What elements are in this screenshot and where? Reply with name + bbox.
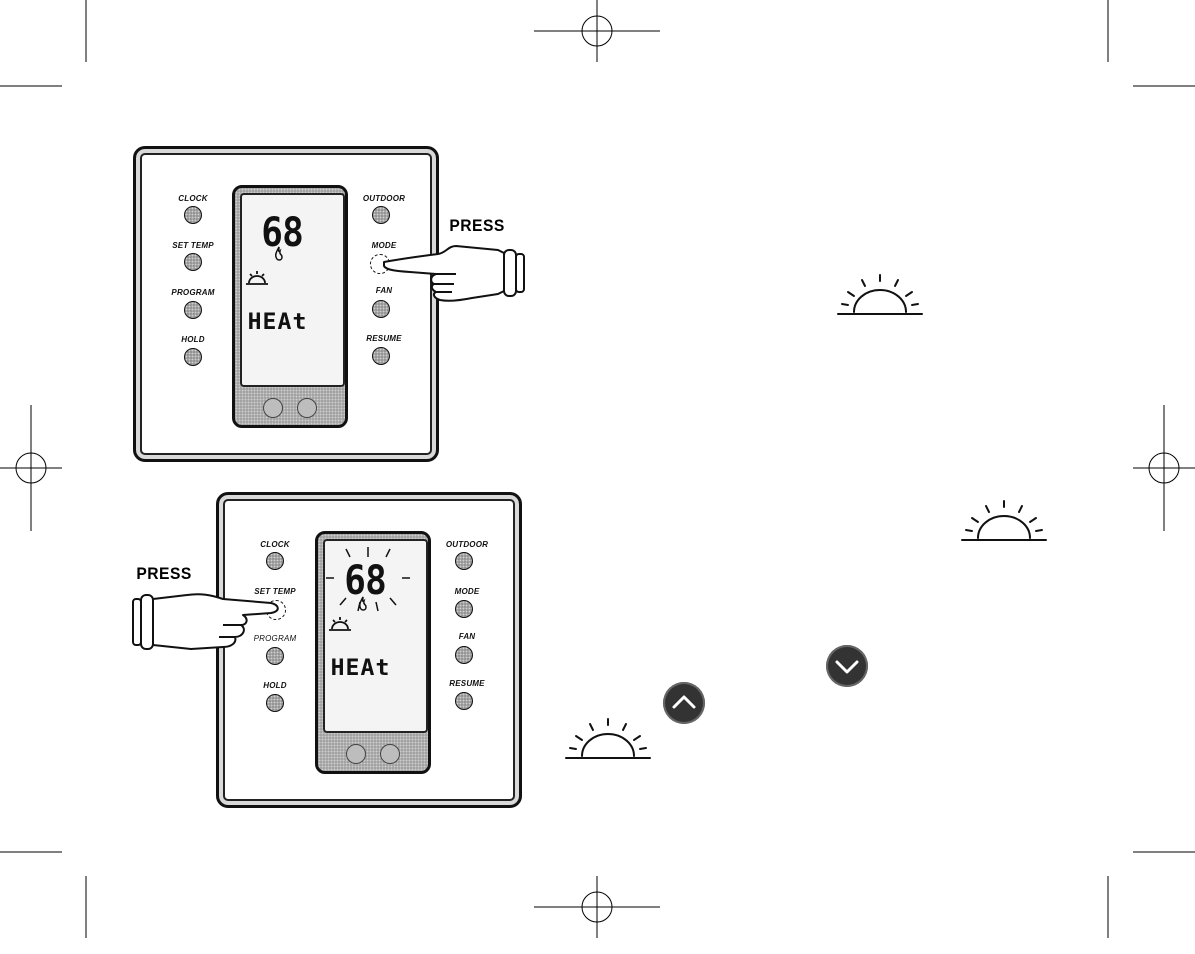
lcd-temperature: 68: [344, 558, 386, 604]
fan-button[interactable]: [372, 300, 390, 318]
flame-icon: [275, 246, 283, 261]
flashing-indicator: [326, 547, 410, 612]
resume-label: RESUME: [449, 679, 485, 688]
outdoor-label: OUTDOOR: [362, 194, 406, 203]
hold-button[interactable]: [184, 348, 202, 366]
chevron-up-icon: [672, 695, 696, 709]
program-label: PROGRAM: [171, 288, 215, 297]
lcd-mode-text: HEAt: [330, 656, 391, 681]
fan-label: FAN: [458, 632, 476, 641]
hold-button[interactable]: [266, 694, 284, 712]
sunrise-icon: [329, 617, 351, 631]
mode-label: MODE: [371, 241, 397, 250]
hold-label: HOLD: [181, 335, 205, 344]
set-temp-label: SET TEMP: [172, 241, 214, 250]
clock-button[interactable]: [184, 206, 202, 224]
program-button[interactable]: [184, 301, 202, 319]
up-arrow-button-icon[interactable]: [663, 682, 705, 724]
registration-mark-icon: [0, 405, 62, 531]
set-temp-button[interactable]: [184, 253, 202, 271]
program-label: PROGRAM: [253, 634, 297, 643]
mode-label: MODE: [454, 587, 480, 596]
pointing-hand-icon: [383, 245, 525, 302]
chevron-down-icon: [835, 660, 859, 674]
hold-label: HOLD: [263, 681, 287, 690]
lcd-temperature: 68: [261, 210, 303, 256]
registration-mark-icon: [1133, 405, 1195, 531]
lcd-panel: 68 HEAt: [315, 531, 431, 774]
sunrise-icon: [246, 271, 268, 285]
lcd-mode-text: HEAt: [247, 310, 308, 335]
pointing-hand-icon: [132, 593, 279, 650]
fan-label: FAN: [375, 286, 393, 295]
sunrise-icon: [565, 718, 651, 759]
lcd-screen: [323, 539, 428, 733]
outdoor-button[interactable]: [455, 552, 473, 570]
outdoor-label: OUTDOOR: [445, 540, 489, 549]
lcd-screen: [240, 193, 345, 387]
registration-mark-icon: [534, 0, 660, 62]
registration-mark-icon: [534, 876, 660, 938]
flame-icon: [359, 596, 367, 611]
up-button[interactable]: [297, 398, 317, 418]
clock-button[interactable]: [266, 552, 284, 570]
down-button[interactable]: [346, 744, 366, 764]
resume-button[interactable]: [455, 692, 473, 710]
outdoor-button[interactable]: [372, 206, 390, 224]
sunrise-icon: [837, 274, 923, 315]
clock-label: CLOCK: [178, 194, 208, 203]
fan-button[interactable]: [455, 646, 473, 664]
down-arrow-button-icon[interactable]: [826, 645, 868, 687]
press-label: PRESS: [449, 216, 505, 235]
set-temp-label: SET TEMP: [254, 587, 296, 596]
program-button[interactable]: [266, 647, 284, 665]
sunrise-icon: [961, 500, 1047, 541]
mode-button[interactable]: [455, 600, 473, 618]
clock-label: CLOCK: [260, 540, 290, 549]
up-button[interactable]: [380, 744, 400, 764]
press-label: PRESS: [136, 564, 192, 583]
resume-label: RESUME: [366, 334, 402, 343]
lcd-panel: 68 HEAt: [232, 185, 348, 428]
down-button[interactable]: [263, 398, 283, 418]
resume-button[interactable]: [372, 347, 390, 365]
